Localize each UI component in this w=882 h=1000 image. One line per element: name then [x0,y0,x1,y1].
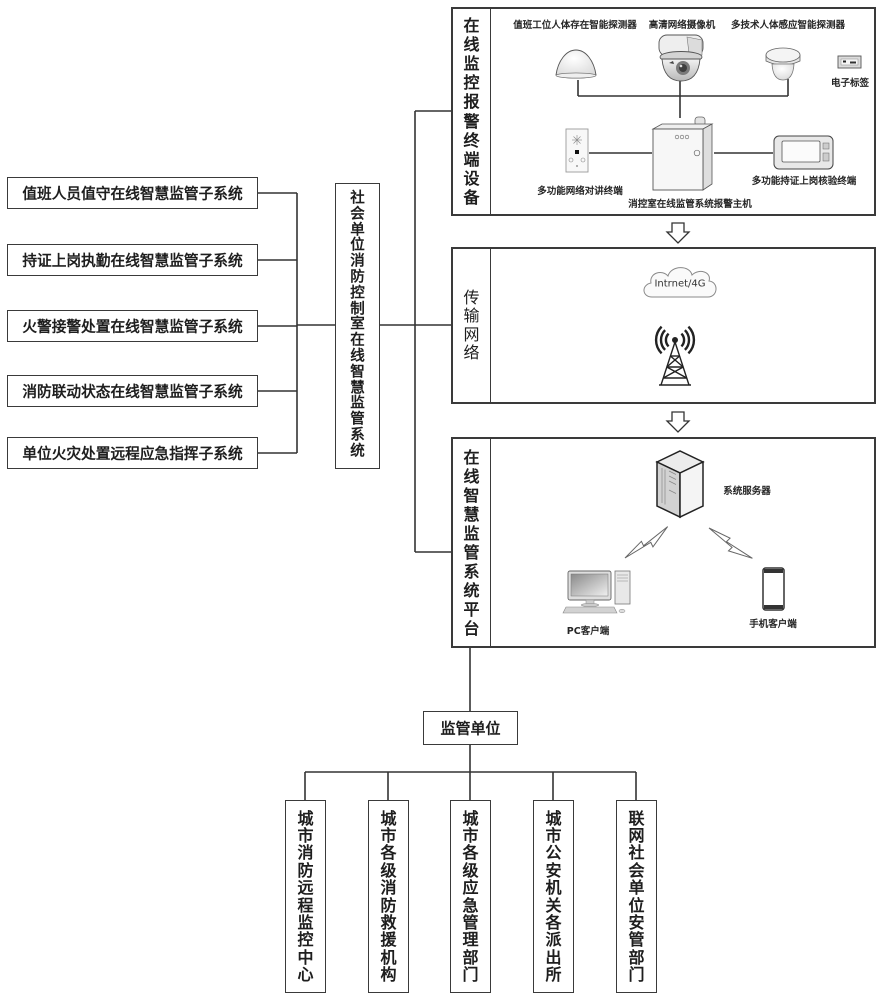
down-arrow-icon [667,223,689,243]
intercom-icon [566,129,588,172]
down-arrow-icon [667,412,689,432]
desktop-pc-icon [563,571,630,613]
dome-camera-icon [659,35,703,81]
motion-detector-icon [766,48,800,80]
handheld-terminal-icon [774,136,833,169]
server-label: 系统服务器 [723,483,771,497]
mobile-client-label: 手机客户端 [749,616,797,630]
intercom-label: 多功能网络对讲终端 [537,183,623,197]
cloud-label: Intrnet/4G [654,279,705,290]
cell-tower-icon [656,327,694,385]
handheld-terminal-label: 多功能持证上岗核验终端 [752,173,857,187]
wireless-link-icon [621,527,673,560]
pc-client-label: PC客户端 [567,623,609,637]
electronic-tag-label: 电子标签 [831,75,869,89]
motion-detector-label: 多技术人体感应智能探测器 [731,17,845,31]
server-icon [657,451,703,517]
alarm-host-label: 消控室在线监管系统报警主机 [628,196,752,210]
wireless-link-icon [708,521,753,567]
hd-camera-label: 高清网络摄像机 [649,17,716,31]
alarm-host-icon [653,117,712,190]
presence-detector-icon [556,50,596,78]
presence-detector-label: 值班工位人体存在智能探测器 [513,17,637,31]
smartphone-icon [763,568,784,610]
rfid-tag-icon [838,56,861,68]
